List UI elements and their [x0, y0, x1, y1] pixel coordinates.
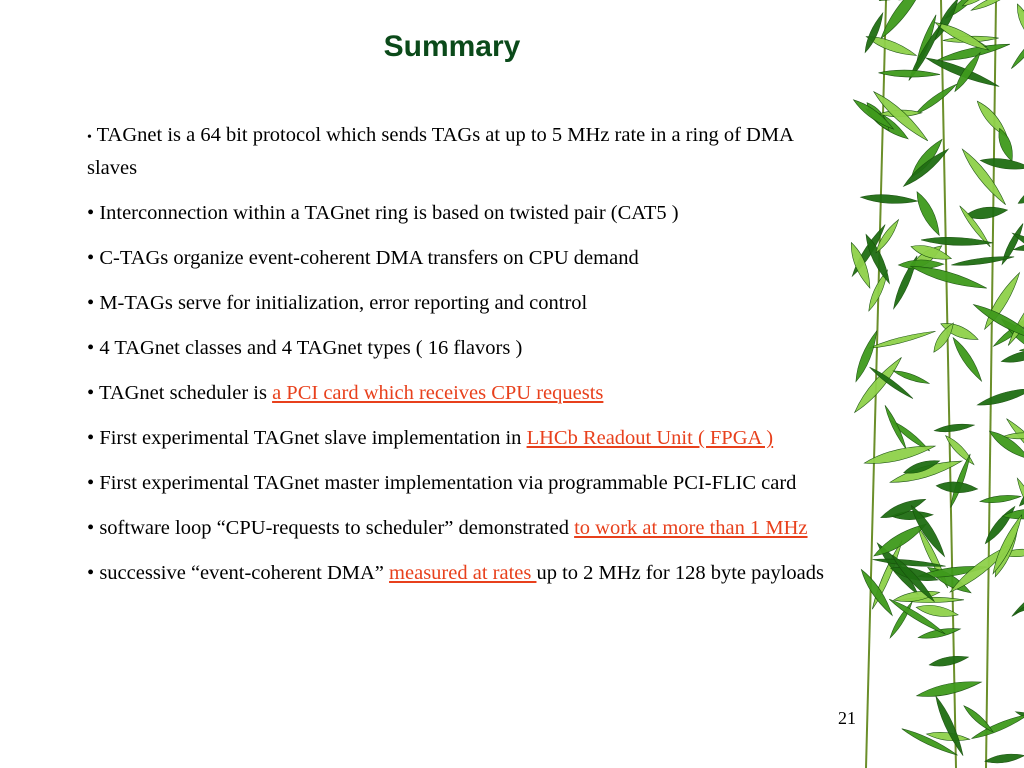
bullet-dot: • — [87, 427, 95, 449]
bullet-dot: • — [87, 130, 92, 145]
bullet-text: TAGnet is a 64 bit protocol which sends … — [87, 124, 793, 179]
bullet-text: C-TAGs organize event-coherent DMA trans… — [94, 247, 639, 269]
bullet-item: • M-TAGs serve for initialization, error… — [87, 288, 847, 318]
bullet-dot: • — [87, 562, 95, 584]
hyperlink-measured-rates[interactable]: measured at rates — [389, 562, 537, 584]
bullet-text: successive “event-coherent DMA” — [94, 562, 390, 584]
bullet-item: • TAGnet is a 64 bit protocol which send… — [87, 120, 847, 183]
bullet-item: • First experimental TAGnet master imple… — [87, 468, 847, 498]
bullet-text: Interconnection within a TAGnet ring is … — [94, 202, 679, 224]
bullet-item: • successive “event-coherent DMA” measur… — [87, 558, 847, 588]
bullet-text: software loop “CPU-requests to scheduler… — [94, 517, 575, 539]
bullet-text: First experimental TAGnet slave implemen… — [94, 427, 527, 449]
bullet-dot: • — [87, 292, 95, 314]
hyperlink-readout-unit[interactable]: LHCb Readout Unit ( FPGA ) — [526, 427, 774, 449]
bullet-dot: • — [87, 202, 95, 224]
bullet-text-tail: up to 2 MHz for 128 byte payloads — [536, 562, 824, 584]
bullet-text: First experimental TAGnet master impleme… — [94, 472, 797, 494]
hyperlink-pci-card[interactable]: a PCI card which receives CPU requests — [272, 382, 604, 404]
bullet-dot: • — [87, 337, 95, 359]
bullet-text: 4 TAGnet classes and 4 TAGnet types ( 16… — [94, 337, 523, 359]
bullet-item: • C-TAGs organize event-coherent DMA tra… — [87, 243, 847, 273]
bullet-dot: • — [87, 247, 95, 269]
bullet-item: • Interconnection within a TAGnet ring i… — [87, 198, 847, 228]
bamboo-leaves-icon — [850, 0, 1024, 768]
bullet-text: M-TAGs serve for initialization, error r… — [94, 292, 588, 314]
bullet-dot: • — [87, 517, 95, 539]
bullet-list: • TAGnet is a 64 bit protocol which send… — [87, 120, 847, 603]
bullet-item: • First experimental TAGnet slave implem… — [87, 423, 847, 453]
bullet-item: • TAGnet scheduler is a PCI card which r… — [87, 378, 847, 408]
bullet-item: • 4 TAGnet classes and 4 TAGnet types ( … — [87, 333, 847, 363]
page-number: 21 — [838, 708, 856, 728]
bullet-dot: • — [87, 382, 95, 404]
hyperlink-1mhz[interactable]: to work at more than 1 MHz — [574, 517, 808, 539]
bullet-text: TAGnet scheduler is — [94, 382, 273, 404]
bullet-dot: • — [87, 472, 95, 494]
bullet-item: • software loop “CPU-requests to schedul… — [87, 513, 847, 543]
slide-title: Summary — [383, 30, 521, 63]
